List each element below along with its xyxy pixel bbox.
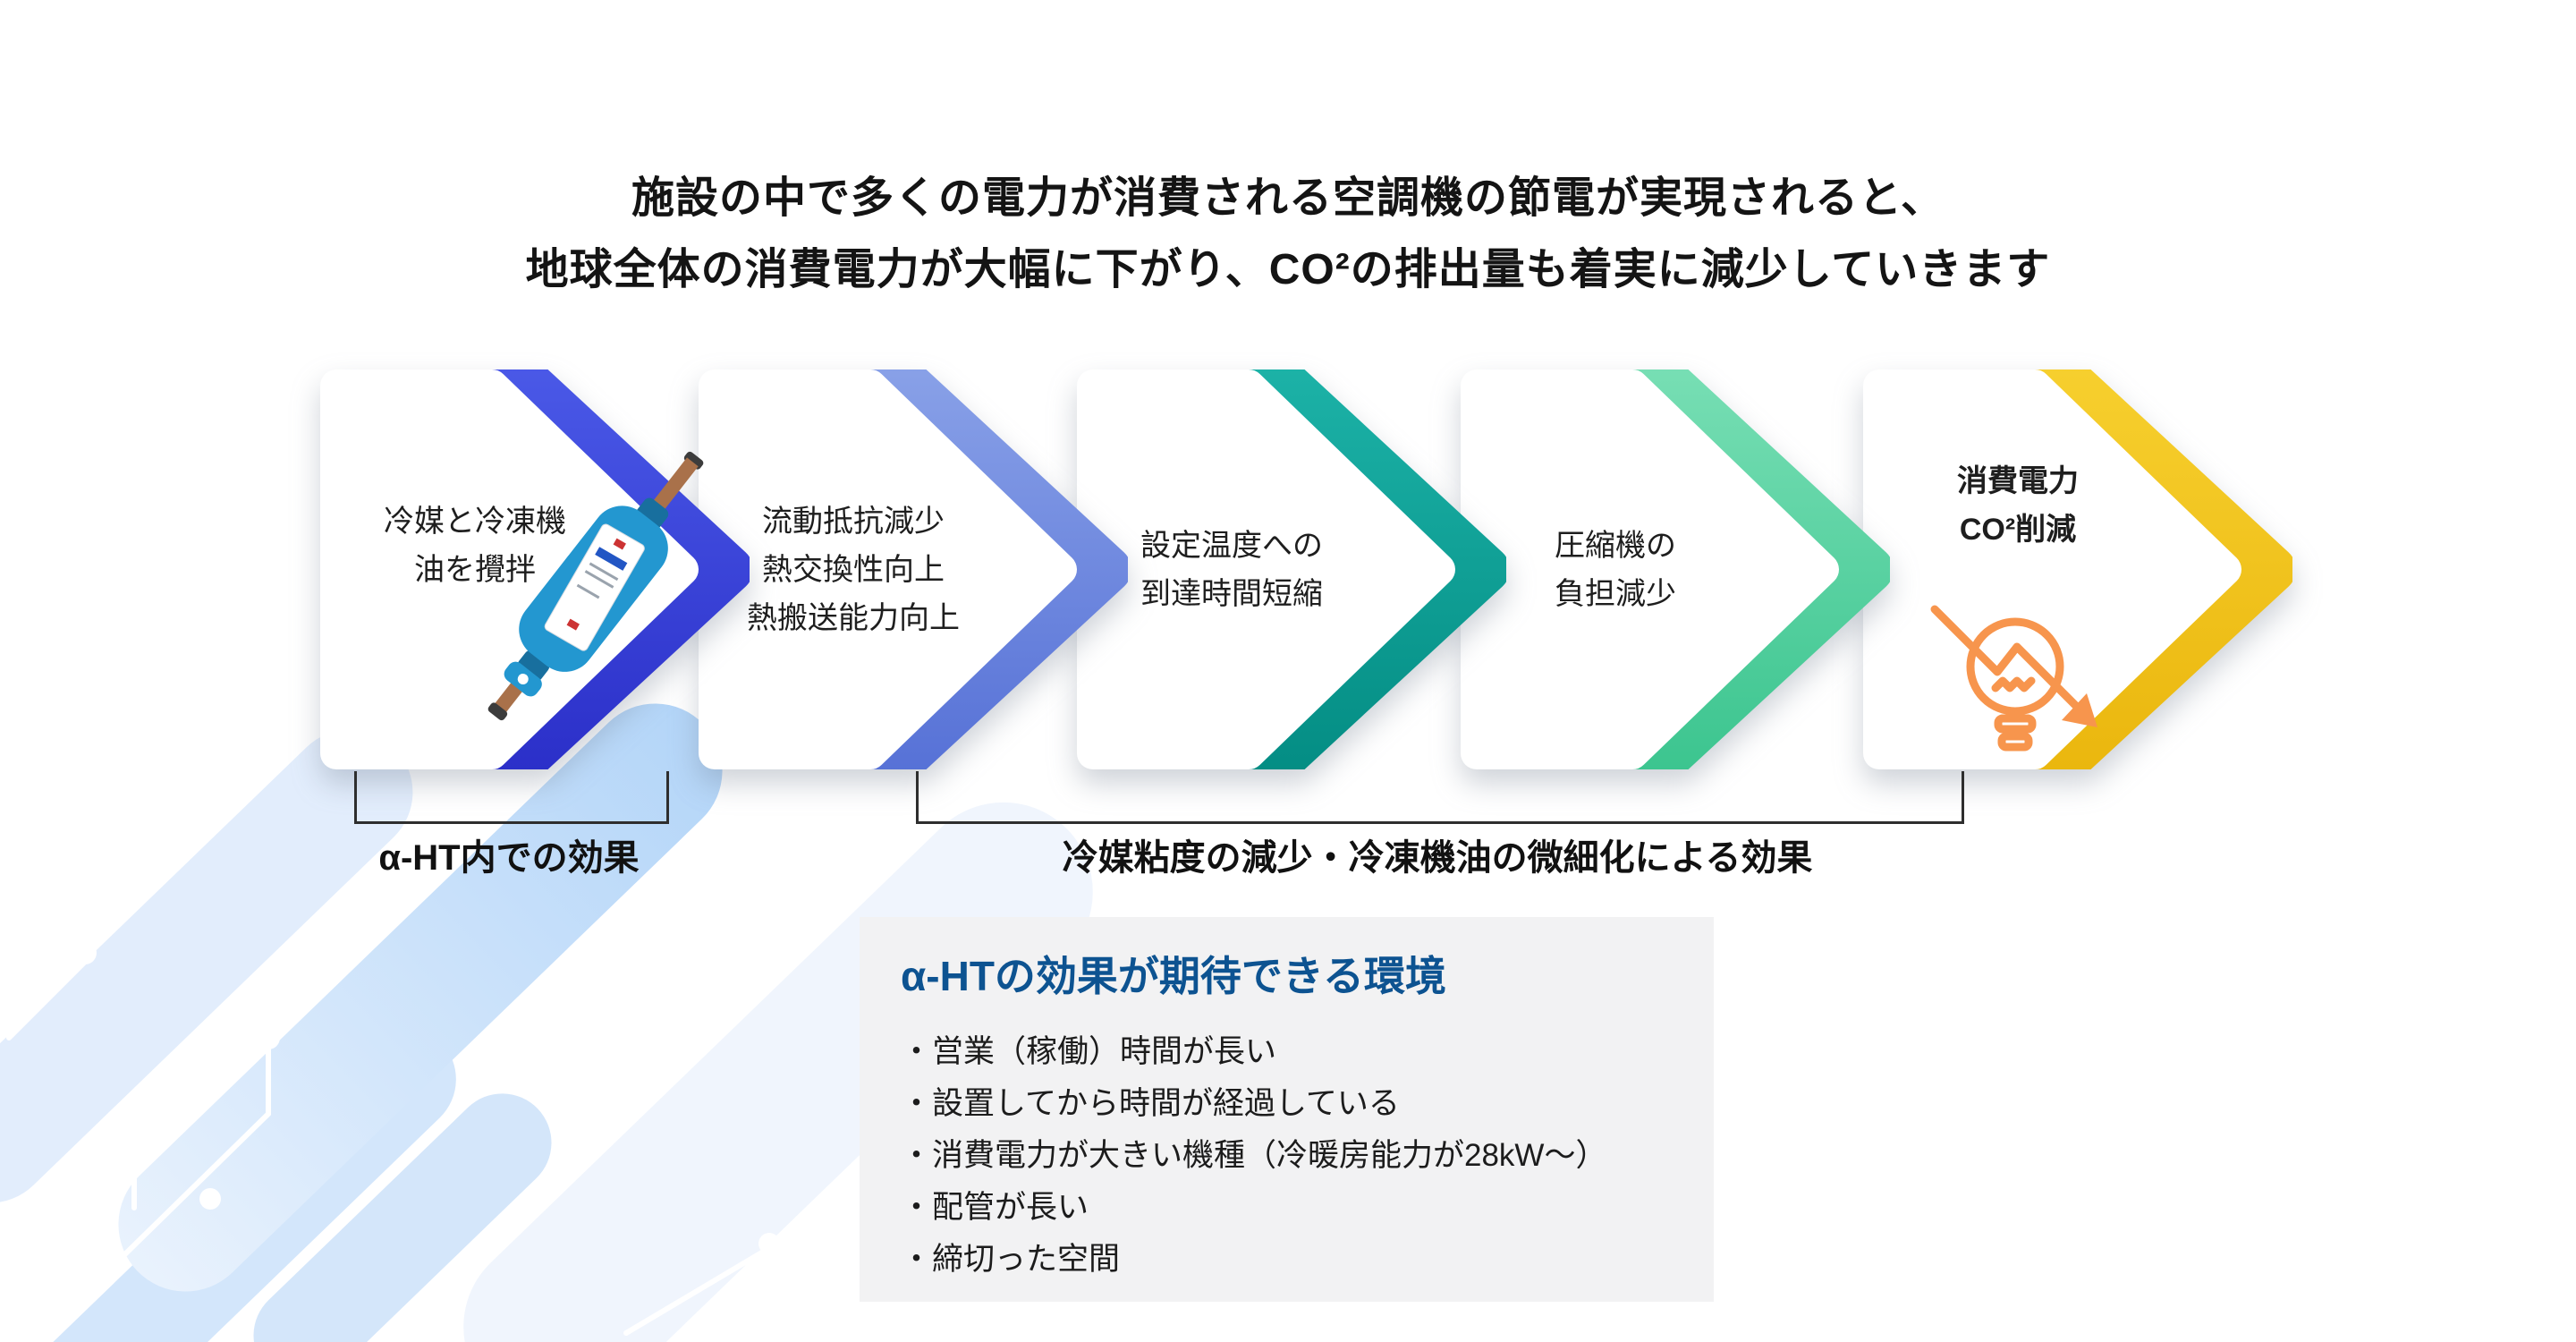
page-title-line2: 地球全体の消費電力が大幅に下がり、CO²の排出量も着実に減少していきます — [525, 246, 2051, 293]
chevron-band — [859, 369, 1128, 769]
bracket-viscosity-effect-label: 冷媒粘度の減少・冷凍機油の微細化による効果 — [1062, 838, 1813, 878]
bracket-alpha-ht-label: α-HT内での効果 — [378, 838, 640, 878]
info-item: ・配管が長い — [901, 1190, 1089, 1225]
chevron-band — [2023, 369, 2292, 769]
expected-environment-title: α-HTの効果が期待できる環境 — [901, 953, 1446, 999]
step-label: 冷媒と冷凍機 油を攪拌 — [384, 504, 566, 587]
step-label: 消費電力 CO²削減 — [1957, 463, 2079, 547]
page-title-line1: 施設の中で多くの電力が消費される空調機の節電が実現されると、 — [631, 174, 1945, 222]
info-item: ・消費電力が大きい機種（冷暖房能力が28kW～） — [901, 1138, 1607, 1173]
expected-environment-box: α-HTの効果が期待できる環境 ・営業（稼働）時間が長い ・設置してから時間が経… — [860, 917, 1714, 1302]
step-card — [1461, 369, 1839, 769]
chevron-band — [1237, 369, 1506, 769]
bracket-alpha-ht — [354, 771, 669, 824]
step-card — [1863, 369, 2241, 769]
chevron-band — [480, 369, 750, 769]
flow-step-5: 消費電力 CO²削減 — [1863, 369, 2292, 769]
flow-step-4: 圧縮機の 負担減少 — [1461, 369, 1890, 769]
bracket-viscosity-effect — [916, 771, 1964, 824]
step-label: 設定温度への 到達時間短縮 — [1140, 528, 1323, 611]
info-item: ・営業（稼働）時間が長い — [901, 1034, 1277, 1069]
flow-step-1: 冷媒と冷凍機 油を攪拌 — [320, 369, 750, 769]
step-label: 圧縮機の 負担減少 — [1555, 528, 1676, 611]
flow-step-2: 流動抵抗減少 熱交換性向上 熱搬送能力向上 — [699, 369, 1128, 769]
flow-step-3: 設定温度への 到達時間短縮 — [1077, 369, 1506, 769]
info-item: ・設置してから時間が経過している — [901, 1086, 1400, 1121]
step-card — [699, 369, 1077, 769]
power-reduction-icon — [1930, 605, 2097, 752]
step-label: 流動抵抗減少 熱交換性向上 熱搬送能力向上 — [747, 504, 960, 635]
step-card — [1077, 369, 1455, 769]
page-title: 施設の中で多くの電力が消費される空調機の節電が実現されると、 地球全体の消費電力… — [0, 163, 2576, 306]
alpha-ht-product-image — [487, 451, 704, 721]
info-item: ・締切った空間 — [901, 1242, 1121, 1277]
chevron-band — [1621, 369, 1890, 769]
